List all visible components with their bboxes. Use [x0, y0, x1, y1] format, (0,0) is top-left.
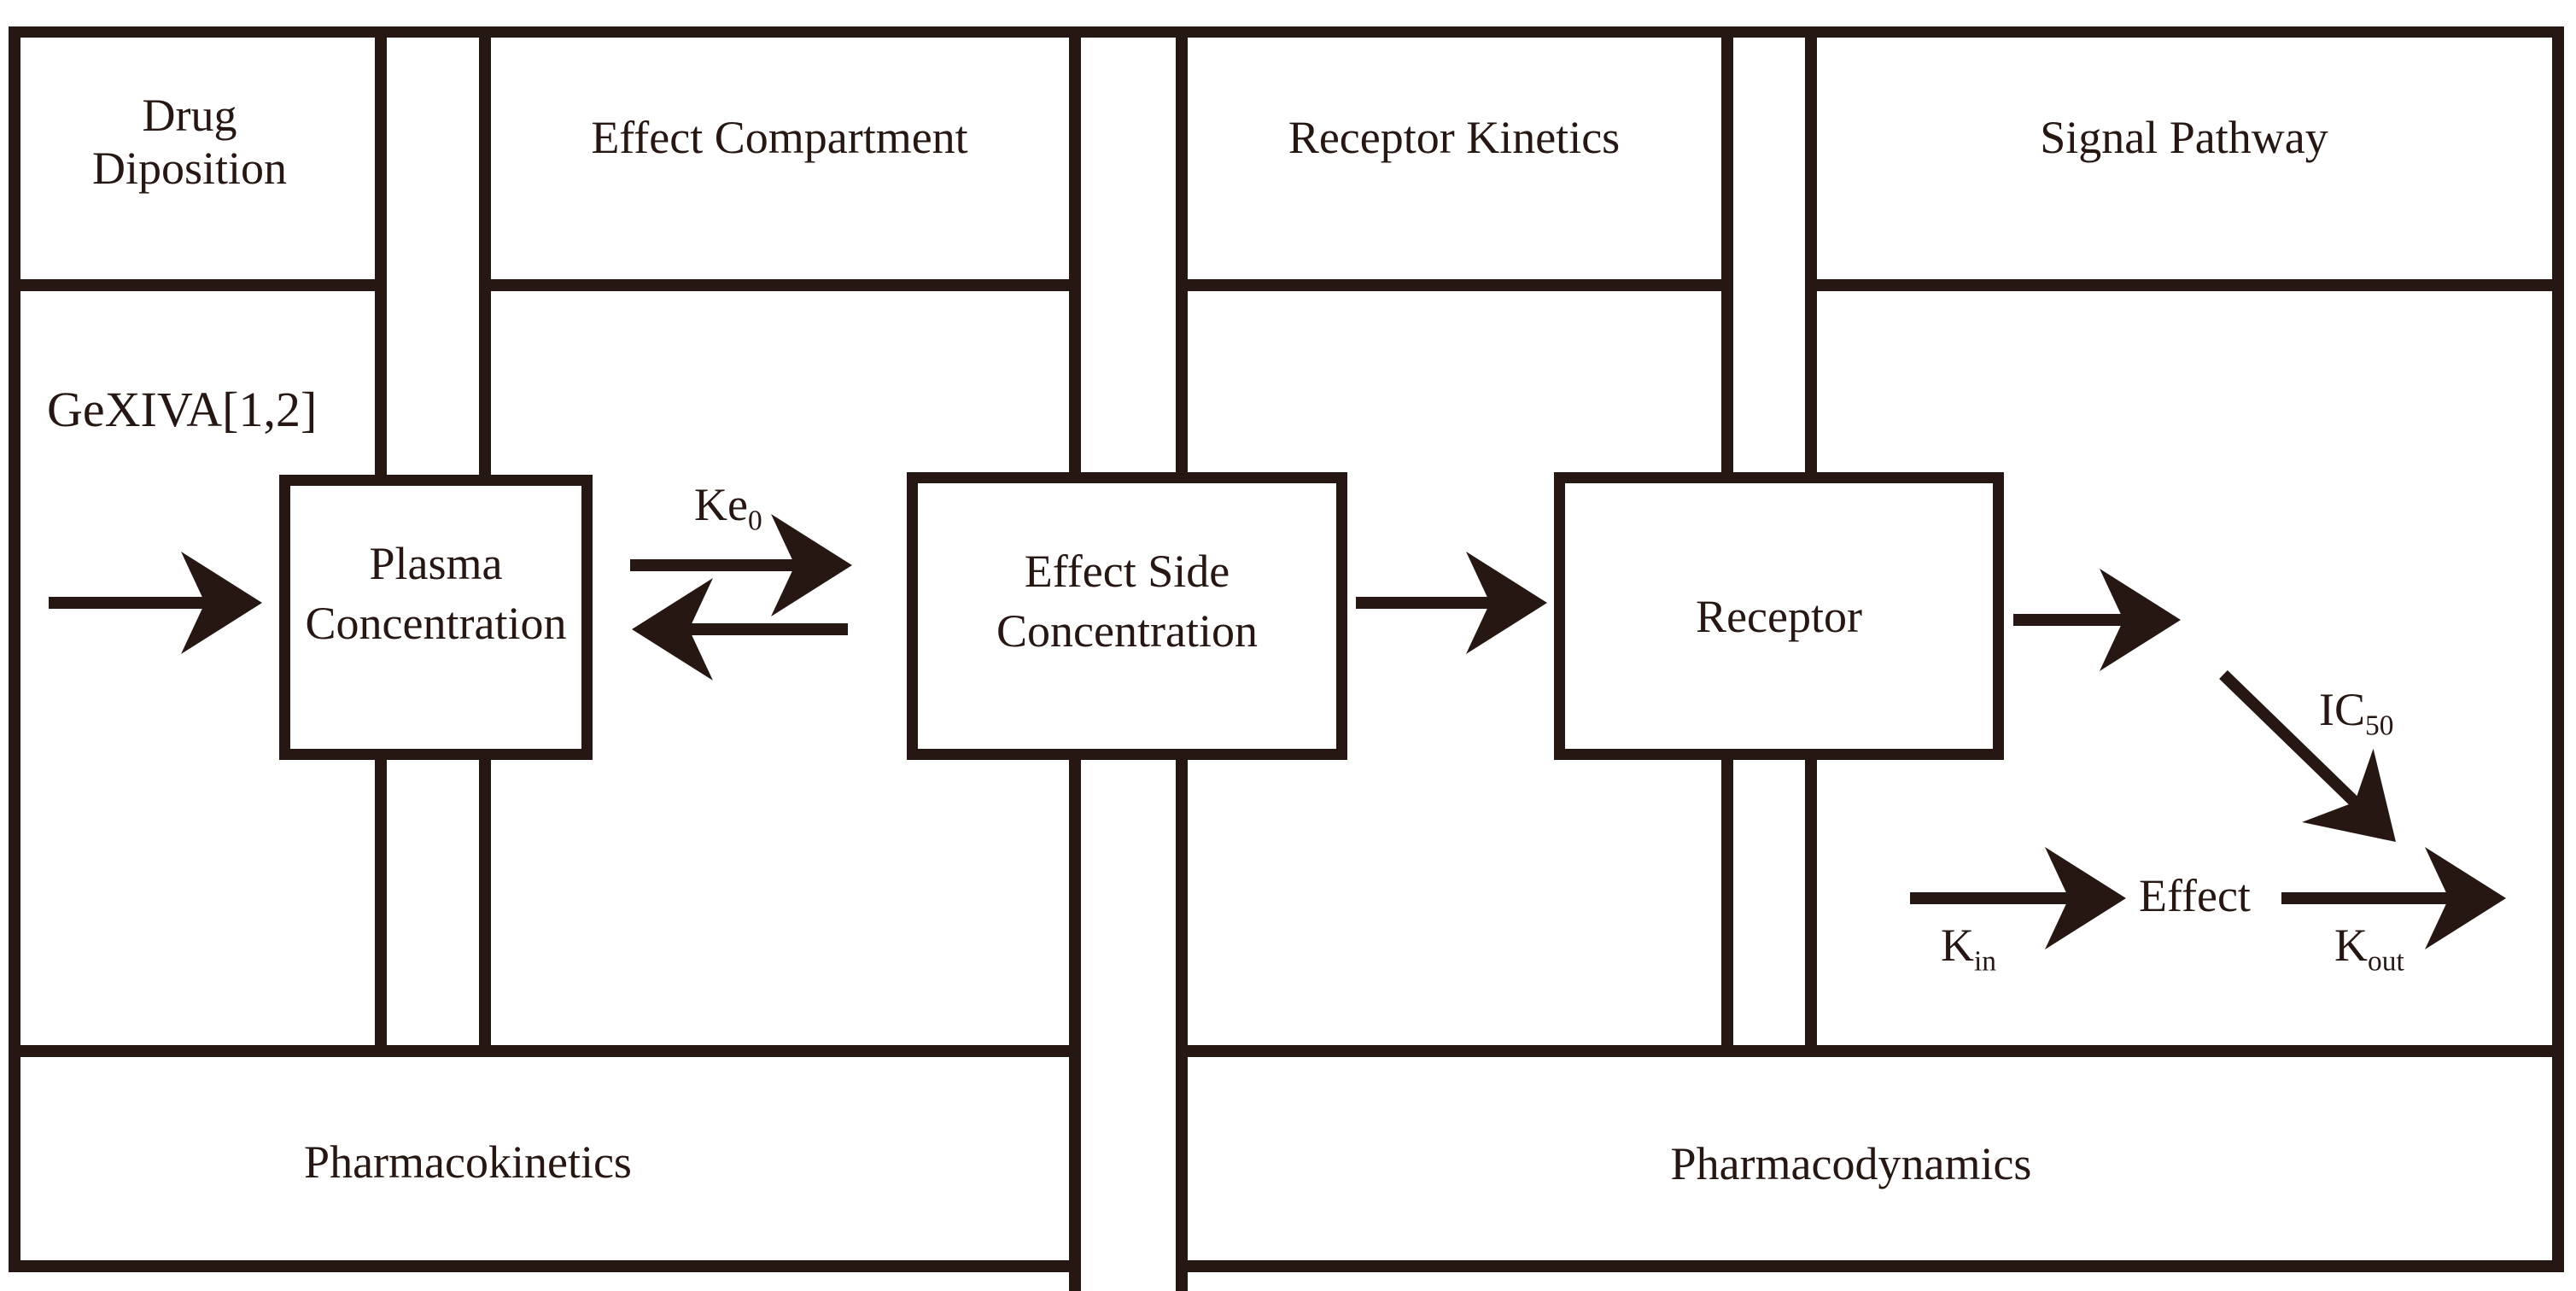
bottom-divider-right-segment	[1188, 1045, 2564, 1057]
pharmacokinetics-label: Pharmacokinetics	[304, 1136, 632, 1188]
effect-side-box-line1: Effect Side	[1024, 545, 1230, 597]
kout-base: K	[2334, 920, 2368, 971]
ic50-rate-label: IC50	[2319, 683, 2393, 743]
ic50-subscript: 50	[2365, 710, 2394, 742]
header-drug-disposition: Drug Diposition	[92, 89, 287, 195]
ic50-arrow	[2219, 669, 2396, 842]
header-divider-seg3	[1188, 279, 1721, 291]
header-effect-compartment: Effect Compartment	[591, 112, 968, 163]
kin-subscript: in	[1974, 945, 1997, 978]
bottom-divider-left-segment	[9, 1045, 1069, 1057]
kin-arrow	[1910, 847, 2126, 949]
header-divider-seg2	[491, 279, 1069, 291]
effect-label: Effect	[2139, 870, 2251, 921]
effectside-to-receptor-arrow	[1356, 552, 1547, 654]
receptor-box: Receptor	[1554, 472, 2004, 760]
header-receptor-kinetics: Receptor Kinetics	[1288, 112, 1621, 163]
bottom-border-right-segment	[1188, 1260, 2564, 1272]
input-arrow	[49, 552, 262, 654]
plasma-concentration-box: Plasma Concentration	[279, 475, 593, 760]
ic50-base: IC	[2319, 684, 2365, 735]
plasma-box-line2: Concentration	[305, 598, 567, 649]
plasma-box-line1: Plasma	[369, 538, 503, 589]
kin-rate-label: Kin	[1941, 919, 1996, 978]
ke0-base: Ke	[694, 479, 748, 530]
kout-arrow	[2281, 847, 2506, 949]
header-signal-pathway: Signal Pathway	[2040, 112, 2328, 163]
top-border	[9, 26, 2564, 38]
ke0-forward-arrow	[630, 514, 852, 616]
kin-base: K	[1941, 920, 1974, 971]
bottom-border-left-segment	[9, 1260, 1069, 1272]
header-drug-disposition-line2: Diposition	[91, 143, 288, 194]
header-divider-seg4	[1817, 279, 2564, 291]
left-border	[9, 26, 20, 1272]
receptor-box-label: Receptor	[1696, 590, 1862, 642]
effect-side-box-line2: Concentration	[996, 605, 1258, 657]
ke0-reverse-arrow	[632, 578, 848, 681]
header-divider-seg1	[9, 279, 375, 291]
ke0-subscript: 0	[747, 505, 762, 537]
ke0-rate-label: Ke0	[694, 478, 762, 538]
receptor-output-arrow	[2013, 569, 2181, 671]
kout-rate-label: Kout	[2334, 919, 2404, 978]
gexiva-input-label: GeXIVA[1,2]	[47, 382, 318, 437]
effect-side-concentration-box: Effect Side Concentration	[907, 472, 1347, 760]
kout-subscript: out	[2368, 945, 2404, 978]
header-drug-disposition-line1: Drug	[142, 90, 237, 141]
right-border	[2552, 26, 2564, 1272]
pharmacodynamics-label: Pharmacodynamics	[1670, 1138, 2032, 1189]
